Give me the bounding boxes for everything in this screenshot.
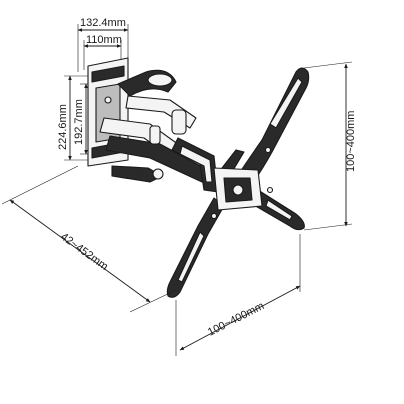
label-outer-height: 224.6mm xyxy=(57,104,69,150)
ext-line-vesa-bottom xyxy=(303,223,353,231)
height-dimension-group: 224.6mm 192.7mm xyxy=(57,75,94,161)
vesa-plate xyxy=(166,67,310,298)
ext-line-wall xyxy=(1,165,79,205)
label-inner-height: 192.7mm xyxy=(73,99,85,145)
label-inner-width: 110mm xyxy=(86,34,122,46)
ext-line-plate xyxy=(129,289,177,313)
vesa-vertical-dimension-group: 100~400mm xyxy=(303,61,357,231)
label-outer-width: 132.4mm xyxy=(80,17,126,29)
label-vesa-horizontal: 100~400mm xyxy=(206,300,266,339)
dim-line-extension xyxy=(9,199,151,303)
width-dimension-group: 132.4mm 110mm xyxy=(77,17,129,72)
label-vesa-vertical: 100~400mm xyxy=(345,111,357,172)
articulating-arms xyxy=(99,69,219,193)
ext-line-vesa-top xyxy=(303,61,353,69)
extension-dimension-group: 42~452mm xyxy=(1,165,177,313)
label-extension: 42~452mm xyxy=(58,231,110,273)
dim-line-vesa-horizontal xyxy=(179,285,301,351)
